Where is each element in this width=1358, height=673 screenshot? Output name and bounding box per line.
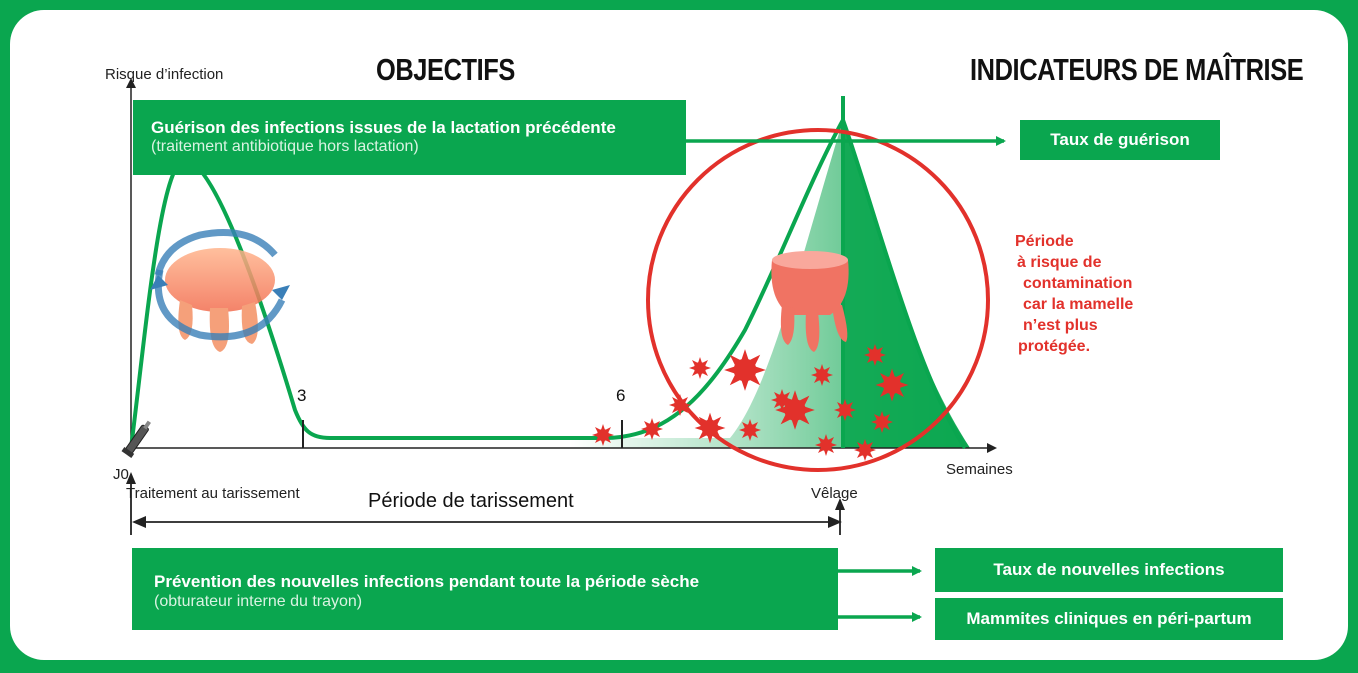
diagram-graphics (121, 78, 1006, 622)
objective-cure-box: Guérison des infections issues de la lac… (133, 100, 686, 175)
y-axis-label: Risque d’infection (105, 66, 224, 83)
objective-prevention-subtitle: (obturateur interne du trayon) (154, 593, 363, 610)
tick-3-label: 3 (297, 386, 307, 405)
risk-note-line: protégée. (1018, 338, 1091, 355)
risk-note-line: à risque de (1017, 254, 1102, 271)
risk-note: Période à risque de contamination car la… (1013, 231, 1133, 357)
j0-label: J0 (113, 466, 129, 483)
indicators-heading: INDICATEURS DE MAÎTRISE (970, 52, 1304, 87)
syringe-icon (121, 420, 151, 458)
start-label: Traitement au tarissement (126, 485, 300, 502)
bacteria-icon (592, 344, 909, 461)
risk-area-solid (843, 120, 970, 448)
calving-label: Vêlage (811, 485, 858, 502)
period-label: Période de tarissement (368, 490, 574, 512)
udder-icon (771, 251, 849, 352)
risk-note-line: n’est plus (1023, 317, 1098, 334)
udder-rotating-arrows-icon (150, 229, 290, 352)
objective-cure-title: Guérison des infections issues de la lac… (151, 118, 616, 137)
risk-note-line: car la mamelle (1023, 296, 1134, 313)
objective-prevention-title: Prévention des nouvelles infections pend… (154, 572, 700, 591)
risk-note-line: Période (1015, 233, 1074, 250)
x-axis-label: Semaines (946, 461, 1013, 478)
risk-circle (646, 128, 990, 472)
indicator-new-infections: Taux de nouvelles infections (935, 548, 1283, 592)
tick-6-label: 6 (616, 386, 626, 405)
indicator-clinical-mastitis: Mammites cliniques en péri-partum (935, 598, 1283, 640)
objectives-heading: OBJECTIFS (376, 52, 515, 87)
objective-prevention-box: Prévention des nouvelles infections pend… (132, 548, 838, 630)
objective-cure-subtitle: (traitement antibiotique hors lactation) (151, 138, 419, 155)
diagram-card: OBJECTIFS INDICATEURS DE MAÎTRISE Risque… (10, 10, 1348, 660)
indicator-cure-rate: Taux de guérison (1020, 120, 1220, 160)
risk-note-line: contamination (1023, 275, 1133, 292)
